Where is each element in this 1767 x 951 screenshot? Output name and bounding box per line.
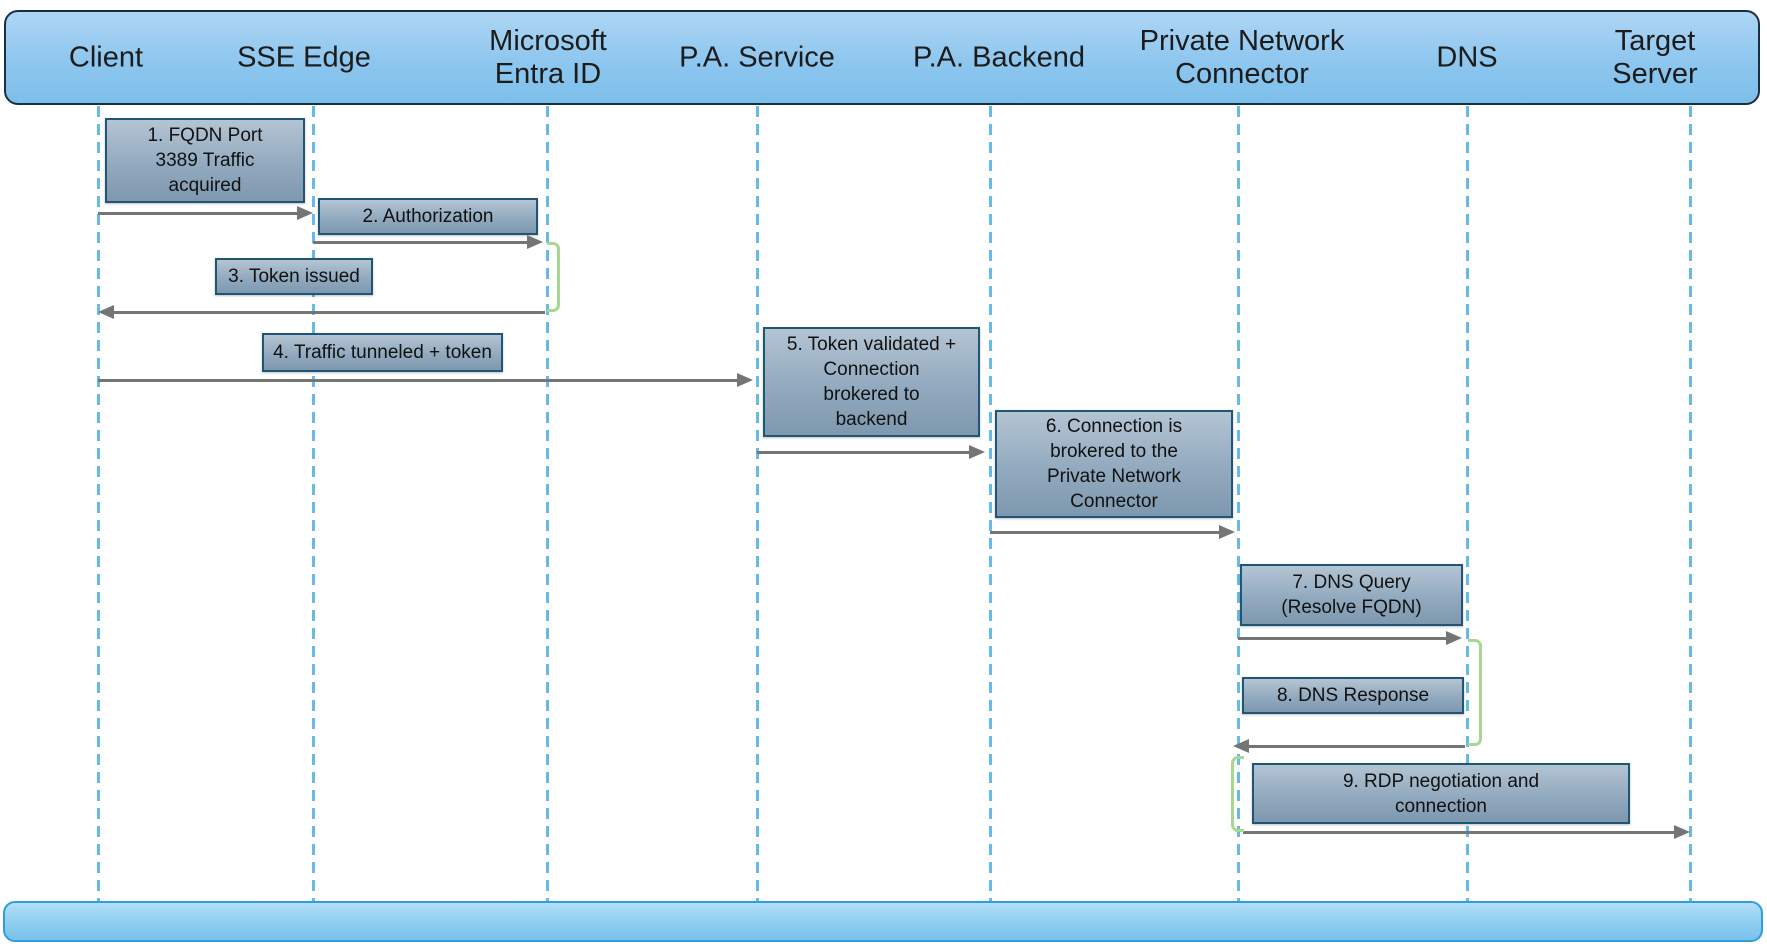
message-box-3: 3. Token issued xyxy=(215,258,373,295)
arrow-2-sse-edge-to-entra-id xyxy=(313,235,543,249)
participant-pa-service: P.A. Service xyxy=(679,41,835,73)
lifeline-dns xyxy=(1465,106,1469,901)
lifeline-client xyxy=(96,106,100,901)
participant-microsoft-entra-id: Microsoft Entra ID xyxy=(489,24,607,90)
participant-pa-backend: P.A. Backend xyxy=(913,41,1085,73)
footer-band xyxy=(3,901,1763,942)
arrow-6-backend-to-connector xyxy=(990,525,1235,539)
participant-dns: DNS xyxy=(1436,41,1498,73)
activation-entra-id xyxy=(547,242,560,312)
lifeline-private-network-connector xyxy=(1236,106,1240,901)
participant-target-server: Target Server xyxy=(1612,24,1698,90)
participant-private-network-connector: Private Network Connector xyxy=(1139,24,1345,90)
message-box-9: 9. RDP negotiation and connection xyxy=(1252,763,1630,824)
participants-header-band: Client SSE Edge Microsoft Entra ID P.A. … xyxy=(4,10,1760,105)
participant-sse-edge: SSE Edge xyxy=(237,41,371,73)
arrow-7-connector-to-dns xyxy=(1238,631,1462,645)
lifeline-pa-backend xyxy=(988,106,992,901)
arrow-1-client-to-sse-edge xyxy=(98,206,313,220)
message-box-8: 8. DNS Response xyxy=(1242,677,1464,714)
message-box-4: 4. Traffic tunneled + token xyxy=(262,333,503,372)
message-box-5: 5. Token validated + Connection brokered… xyxy=(763,327,980,437)
arrow-3-entra-id-to-client xyxy=(98,305,545,319)
lifeline-sse-edge xyxy=(311,106,315,901)
arrow-9-connector-to-target xyxy=(1243,825,1690,839)
activation-dns xyxy=(1468,639,1482,746)
message-box-6: 6. Connection is brokered to the Private… xyxy=(995,410,1233,518)
participant-client: Client xyxy=(68,41,144,73)
arrow-8-dns-to-connector xyxy=(1233,739,1465,753)
lifeline-microsoft-entra-id xyxy=(545,106,549,901)
lifeline-target-server xyxy=(1688,106,1692,901)
message-box-1: 1. FQDN Port 3389 Traffic acquired xyxy=(105,118,305,203)
lifeline-pa-service xyxy=(755,106,759,901)
message-box-2: 2. Authorization xyxy=(318,198,538,235)
arrow-5-pa-service-to-backend xyxy=(757,445,985,459)
arrow-4-client-to-pa-service xyxy=(98,373,753,387)
activation-connector xyxy=(1231,756,1244,832)
message-box-7: 7. DNS Query (Resolve FQDN) xyxy=(1240,564,1463,626)
